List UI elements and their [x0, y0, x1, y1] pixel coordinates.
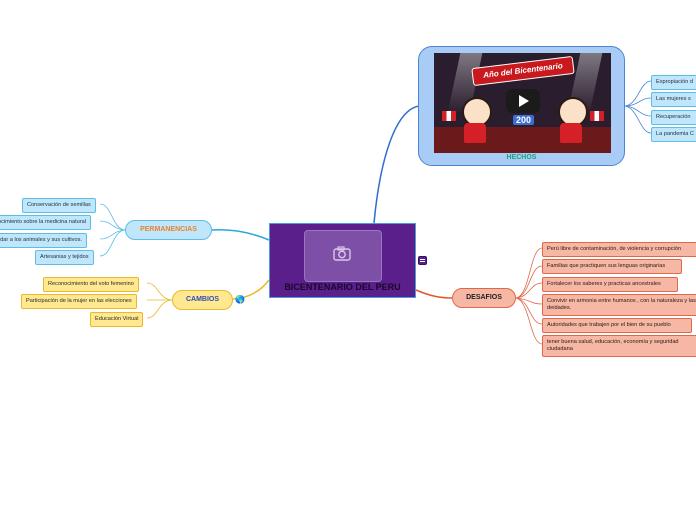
image-placeholder	[304, 230, 382, 282]
hechos-node[interactable]: Año del Bicentenario 200 HECHOS	[418, 46, 625, 166]
play-button-icon[interactable]	[506, 89, 540, 113]
desafios-node[interactable]: DESAFIOS	[452, 288, 516, 308]
central-node[interactable]: BICENTENARIO DEL PERU	[269, 223, 416, 298]
permanencias-item[interactable]: Conservación de semillas	[22, 198, 96, 213]
permanencias-item[interactable]: conocimiento sobre la medicina natural	[0, 215, 92, 230]
desafios-item[interactable]: tener buena salud, educación, economía y…	[542, 335, 696, 357]
hechos-item[interactable]: La pandemia C	[651, 127, 696, 142]
video-thumbnail[interactable]: Año del Bicentenario 200	[434, 53, 611, 153]
badge-200: 200	[513, 115, 535, 125]
boy-character	[558, 97, 588, 127]
desafios-item[interactable]: Perú libre de contaminación, de violenci…	[542, 242, 696, 257]
note-icon[interactable]	[418, 256, 427, 265]
hechos-label: HECHOS	[506, 154, 537, 161]
peru-flag-icon	[442, 111, 456, 121]
peru-flag-icon	[590, 111, 604, 121]
girl-character-body	[464, 123, 486, 143]
hechos-item[interactable]: Expropiación d	[651, 75, 696, 90]
permanencias-node[interactable]: PERMANENCIAS	[125, 220, 212, 240]
cambios-item[interactable]: Educación Virtual	[90, 312, 144, 327]
central-title: BICENTENARIO DEL PERU	[284, 282, 401, 292]
stage-floor	[434, 127, 611, 153]
cambios-node[interactable]: CAMBIOS	[172, 290, 233, 310]
hechos-item[interactable]: Las mujeres s	[651, 92, 696, 107]
permanencias-item[interactable]: Artesanias y tejidos	[35, 250, 94, 265]
camera-icon	[333, 246, 351, 261]
permanencias-item[interactable]: cuidar a los animales y sus cultivos.	[0, 233, 87, 248]
cambios-item[interactable]: Reconocimiento del voto femenino	[43, 277, 139, 292]
video-banner: Año del Bicentenario	[471, 55, 575, 87]
desafios-item[interactable]: Fortalecer los saberes y practicas ances…	[542, 277, 678, 292]
desafios-item[interactable]: Familias que practiquen sus lenguas orig…	[542, 259, 682, 274]
cambios-item[interactable]: Participación de la mujer en las eleccio…	[21, 294, 137, 309]
desafios-item[interactable]: Convivir en armonia entre humanos , con …	[542, 294, 696, 316]
desafios-item[interactable]: Autoridades que trabajen por el bien de …	[542, 318, 692, 333]
globe-icon: 🌎	[235, 295, 245, 304]
boy-character-body	[560, 123, 582, 143]
hechos-item[interactable]: Recuperación	[651, 110, 696, 125]
